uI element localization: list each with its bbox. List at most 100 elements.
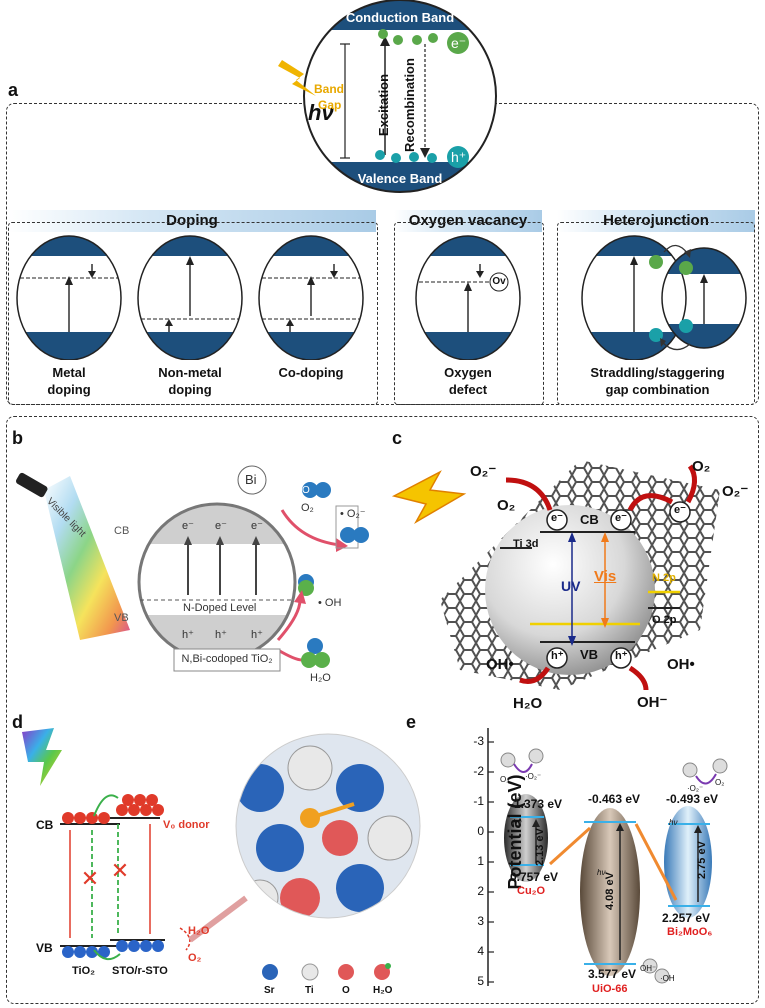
b-hole-2: h⁺: [215, 629, 227, 641]
hv-label: hν: [308, 100, 334, 125]
d-h2o-label: H₂O: [188, 925, 210, 937]
vis-label: Vis: [594, 568, 617, 585]
c-o2-minus-left: O₂⁻: [470, 463, 497, 480]
c-vb-label: VB: [580, 647, 599, 662]
b-h2o-label: H₂O: [310, 672, 331, 684]
uio66-vb-value: 3.577 eV: [588, 967, 637, 981]
b-o2-radical-label: • O₂⁻: [340, 508, 366, 520]
vo-donor-label: V₀ donor: [163, 819, 210, 831]
panels-bcde-frame: [6, 416, 759, 1004]
electron-icons: [378, 29, 469, 54]
e-hv-label-1: hν: [513, 818, 522, 827]
visible-light-beam: [44, 476, 130, 640]
straddling-line2: gap combination: [605, 382, 710, 397]
c-o2-right: O₂: [692, 458, 711, 475]
valence-band-label: Valence Band: [357, 171, 443, 186]
b-o2-label: O₂: [301, 502, 314, 514]
ov-label: Ov: [492, 276, 506, 287]
c-electron-3: e⁻: [674, 504, 686, 516]
panel-label-c: c: [392, 428, 403, 448]
b-electron-3: e⁻: [251, 520, 263, 532]
oxygen-defect-caption: Oxygen defect: [418, 364, 518, 398]
panel-label-a: a: [8, 80, 19, 100]
panel-c-diagram: [391, 460, 720, 691]
panel-d-diagram: ✕ ✕: [22, 728, 421, 981]
bimoo6-gap-value: 2.75 eV: [696, 841, 708, 879]
doping-box: [8, 222, 378, 405]
tick-label: 2: [477, 884, 484, 898]
c-electron-2: e⁻: [615, 512, 627, 524]
band-gap-label-2: Gap: [318, 98, 342, 112]
band-gap-label-1: Band: [314, 82, 344, 96]
svg-text:✕: ✕: [111, 858, 129, 883]
cu2o-gap-value: 2.13 eV: [534, 828, 546, 866]
b-h-atom-label: H: [314, 568, 322, 580]
b-hole-3: h⁺: [251, 629, 263, 641]
o2-atom-label: O: [302, 485, 310, 496]
legend-sr: Sr: [264, 985, 275, 996]
heterojunction-box: [557, 222, 755, 405]
e-hv-label-3: hν: [669, 818, 678, 827]
b-vb-label: VB: [114, 612, 129, 624]
panel-label-b: b: [12, 428, 23, 448]
strategy-band-diagrams: [16, 235, 747, 360]
d-cb-label: CB: [36, 818, 54, 832]
oxygen-defect-line2: defect: [448, 382, 488, 397]
tick-label: 0: [477, 824, 484, 838]
tick-label: -3: [473, 734, 484, 748]
straddling-line1: Straddling/staggering: [590, 365, 725, 380]
e-o2-radical-label: ·O₂⁻: [525, 772, 542, 781]
straddling-caption: Straddling/staggering gap combination: [570, 364, 745, 398]
legend-h2o: H₂O: [373, 985, 393, 996]
panel-b-diagram: [15, 465, 369, 672]
oxygen-vacancy-header: Oxygen vacancy: [394, 210, 542, 232]
tick-label: -1: [473, 794, 484, 808]
oxygen-vacancy-box: [394, 222, 544, 405]
oxygen-defect-line1: Oxygen: [444, 365, 492, 380]
c-oh-right: OH•: [667, 656, 695, 673]
panel-e-diagram: [487, 728, 728, 986]
lightning-icon: [391, 470, 467, 525]
uio66-cb-value: -0.463 eV: [588, 792, 641, 806]
recombination-label: Recombination: [402, 58, 417, 152]
band-gap-diagram: [278, 0, 497, 193]
panel-label-e: e: [406, 712, 417, 732]
n-doped-level-label: N-Doped Level: [183, 602, 257, 614]
uio66-ellipse: [580, 808, 640, 976]
nonmetal-doping-line2: doping: [168, 382, 212, 397]
c-hole-2: h⁺: [615, 650, 628, 662]
uio66-gap-value: 4.08 eV: [604, 872, 616, 910]
cu2o-cb-value: -1.373 eV: [510, 797, 563, 811]
nonmetal-doping-line1: Non-metal: [158, 365, 222, 380]
c-h2o-label: H₂O: [513, 695, 543, 712]
hole-label: h⁺: [451, 149, 467, 165]
conduction-band-label: Conduction Band: [345, 10, 455, 25]
flashlight-icon: [15, 472, 48, 498]
d-vb-label: VB: [36, 941, 53, 955]
excitation-label: Excitation: [376, 73, 391, 137]
uv-label: UV: [561, 578, 581, 594]
tick-label: 5: [477, 974, 484, 988]
c-cb-label: CB: [580, 512, 599, 527]
codoping-caption: Co-doping: [261, 364, 361, 381]
d-o2-label: O₂: [188, 952, 202, 964]
bimoo6-cb-value: -0.493 eV: [666, 792, 719, 806]
e-o2-label: O₂: [500, 775, 510, 784]
e-o2-right: O₂: [715, 778, 725, 787]
tick-label: 4: [477, 944, 484, 958]
tick-label: -2: [473, 764, 484, 778]
c-o2-left: O₂: [497, 497, 516, 514]
bi-label: Bi: [245, 472, 257, 487]
tio2-label: TiO₂: [72, 965, 96, 977]
c-oh-left: OH•: [486, 656, 514, 673]
bimoo6-ellipse: [664, 806, 712, 918]
b-cb-label: CB: [114, 525, 130, 537]
e-oh-radical-label: ·OH: [660, 974, 675, 983]
o2p-label: O 2p: [652, 614, 677, 626]
tick-label: 3: [477, 914, 484, 928]
e-oh-minus-label: OH⁻: [640, 964, 657, 973]
panel-label-d: d: [12, 712, 23, 732]
b-oh-radical-label: • OH: [318, 597, 342, 609]
hole-icons: [375, 146, 469, 168]
e-o2-radical-right: ·O₂⁻: [687, 784, 704, 793]
